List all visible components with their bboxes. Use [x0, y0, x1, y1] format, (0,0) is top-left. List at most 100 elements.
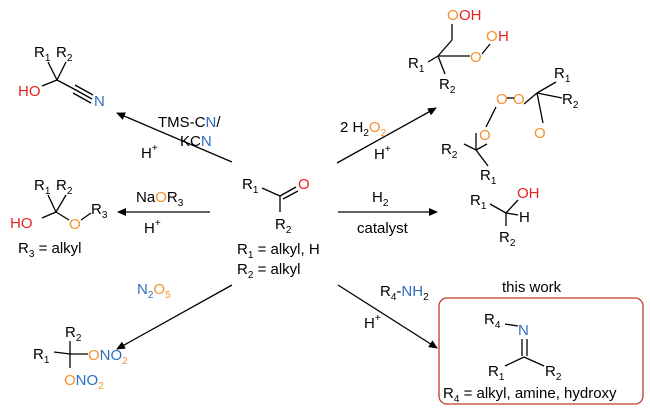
center-oxygen: O: [298, 176, 310, 193]
ring-o2: O: [496, 91, 508, 108]
bond: [55, 194, 67, 213]
ring-r1b: R1: [480, 167, 497, 187]
bond: [261, 187, 281, 197]
alcohol-r2: R2: [499, 229, 516, 249]
r2-definition: R2 = alkyl: [237, 261, 301, 281]
hydrogenation-reaction: H2 catalyst R1 OH H R2: [338, 185, 540, 249]
bond: [485, 106, 497, 128]
bond: [475, 149, 489, 167]
this-work-label: this work: [502, 279, 562, 296]
alcohol-r1: R1: [470, 192, 487, 212]
bond: [536, 81, 557, 94]
arrow-cyanohydrin: [116, 112, 233, 163]
bond: [536, 92, 544, 124]
bond: [489, 203, 507, 214]
arrow-imine: [337, 284, 438, 349]
bond: [279, 186, 297, 197]
bond: [505, 212, 519, 216]
bond: [504, 323, 519, 327]
bond: [55, 211, 70, 221]
reagent-amine: R4-NH2: [380, 283, 429, 303]
bond: [56, 61, 67, 81]
reagent-n2o5: N2O5: [137, 281, 171, 301]
hemiketal-r3: R3: [91, 201, 108, 221]
acid-catalyst: H+: [364, 313, 381, 332]
bond: [73, 88, 93, 100]
r1-definition: R1 = alkyl, H: [237, 241, 320, 261]
bond: [437, 55, 446, 75]
ring-o4: O: [534, 125, 546, 142]
ring-o3: O: [479, 127, 491, 144]
cyanohydrin-r2: R2: [56, 44, 73, 64]
bond: [41, 211, 57, 219]
bond: [47, 194, 57, 213]
center-ketone: R1 O R2 R1 = alkyl, H R2 = alkyl: [237, 176, 320, 281]
cyanohydrin-ho: HO: [18, 83, 41, 100]
acid-catalyst: H+: [374, 144, 391, 163]
cyanohydrin-n: N: [94, 93, 105, 110]
bond: [53, 351, 71, 355]
ring-r1a: R1: [554, 65, 571, 85]
catalyst-label: catalyst: [357, 220, 409, 237]
peroxide-o3: O: [486, 28, 498, 45]
bond: [437, 39, 453, 57]
bond: [427, 55, 439, 63]
bond: [56, 79, 75, 90]
dinitrate-r2: R2: [65, 324, 82, 344]
imine-reaction: R4-NH2 H+ this work R4 N R1 R2 R4 = alky…: [337, 279, 644, 405]
center-r1: R1: [242, 176, 259, 196]
hemiketal-r2: R2: [56, 177, 73, 197]
peroxide-r1: R1: [408, 55, 425, 75]
ring-o1: O: [513, 91, 525, 108]
peroxide-h: H: [498, 28, 509, 45]
bond: [536, 92, 563, 99]
bond: [41, 79, 58, 87]
peroxide-r2: R2: [439, 76, 456, 96]
bond: [504, 356, 525, 367]
hemiketal-reaction: NaOR3 H+ R1 R2 HO O R3 R3 = alkyl: [10, 177, 210, 260]
peroxide-oh: OH: [459, 7, 482, 24]
r4-definition: R4 = alkyl, amine, hydroxy: [443, 385, 617, 405]
reagent-h2: H2: [372, 189, 389, 209]
nitration-reaction: N2O5 R2 R1 ONO2 ONO2: [33, 281, 233, 392]
imine-r1: R1: [488, 363, 505, 383]
hemiketal-r1: R1: [34, 177, 51, 197]
bond: [282, 190, 299, 200]
hemiketal-ho: HO: [10, 215, 33, 232]
ring-r2a: R2: [562, 91, 579, 111]
bond: [463, 143, 477, 151]
dinitrate-ono2-b: ONO2: [64, 372, 104, 392]
reagent-alkoxide: NaOR3: [136, 189, 184, 209]
reagent-h2o2: 2 H2O2: [340, 119, 387, 139]
bond: [475, 143, 488, 151]
reagent-tmscn: TMS-CN/: [158, 114, 221, 131]
reagent-kcn: KCN: [180, 133, 212, 150]
cyanohydrin-r1: R1: [34, 44, 51, 64]
bond: [72, 92, 92, 104]
imine-r2: R2: [545, 363, 562, 383]
bond: [47, 61, 58, 81]
dinitrate-ono2-a: ONO2: [88, 347, 128, 367]
bond: [523, 92, 538, 105]
center-r2: R2: [275, 216, 292, 236]
acid-catalyst: H+: [144, 218, 161, 237]
alcohol-oh: OH: [517, 185, 540, 202]
arrow-peroxide: [336, 107, 437, 164]
bond: [74, 84, 94, 96]
bond: [505, 199, 519, 214]
acid-catalyst: H+: [141, 143, 158, 162]
imine-n: N: [518, 322, 529, 339]
dinitrate-r1: R1: [33, 346, 50, 366]
peroxide-reaction: 2 H2O2 H+ O OH R1 R2 O O H O O O O R1 R2…: [336, 7, 579, 187]
bond: [523, 356, 545, 367]
imine-r4: R4: [484, 311, 501, 331]
alcohol-h: H: [519, 209, 530, 226]
this-work-box: [438, 297, 644, 405]
peroxide-o2: O: [470, 49, 482, 66]
bond: [80, 212, 92, 221]
r3-definition: R3 = alkyl: [18, 240, 82, 260]
ring-r2b: R2: [441, 141, 458, 161]
hemiketal-o: O: [69, 216, 81, 233]
cyanohydrin-reaction: TMS-CN/ KCN H+ R1 R2 HO N: [18, 44, 233, 163]
